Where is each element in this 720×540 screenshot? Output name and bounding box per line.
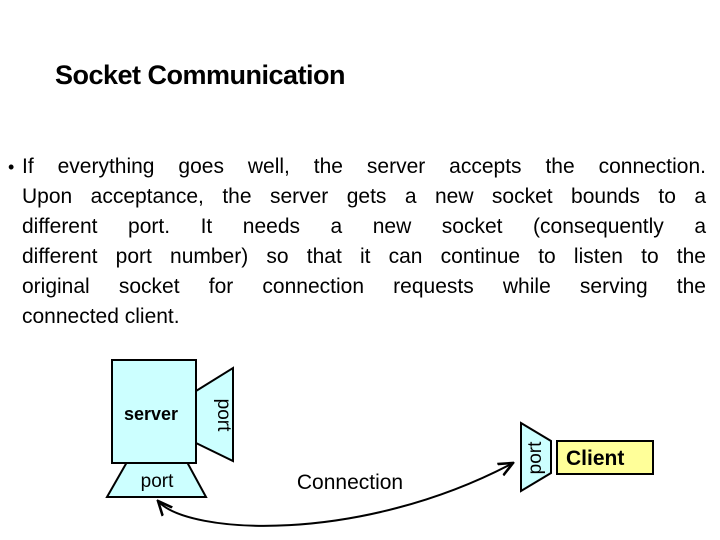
body-line: different port. It needs a new socket (c… bbox=[22, 215, 706, 238]
server-port-right-shape bbox=[195, 366, 234, 463]
body-line: If everything goes well, the server acce… bbox=[22, 155, 706, 178]
body-line: different port number) so that it can co… bbox=[22, 245, 706, 268]
server-port-right-label: port bbox=[213, 399, 234, 432]
socket-diagram: server port port port Client Connection bbox=[105, 359, 654, 527]
body-paragraph: If everything goes well, the server acce… bbox=[22, 152, 706, 332]
client-label: Client bbox=[566, 447, 624, 470]
client-box bbox=[556, 440, 654, 475]
server-box bbox=[111, 359, 197, 464]
server-label: server bbox=[124, 404, 178, 424]
body-line: Upon acceptance, the server gets a new s… bbox=[22, 185, 706, 208]
body-line: connected client. bbox=[22, 305, 180, 328]
client-port-shape bbox=[520, 421, 552, 493]
slide-title: Socket Communication bbox=[55, 60, 346, 90]
connection-arrow bbox=[158, 463, 513, 527]
connection-label: Connection bbox=[297, 471, 403, 494]
server-port-bottom-label: port bbox=[141, 471, 174, 492]
client-port-label: port bbox=[525, 441, 546, 474]
body-line: original socket for connection requests … bbox=[22, 275, 706, 298]
bullet-marker: • bbox=[8, 157, 15, 177]
